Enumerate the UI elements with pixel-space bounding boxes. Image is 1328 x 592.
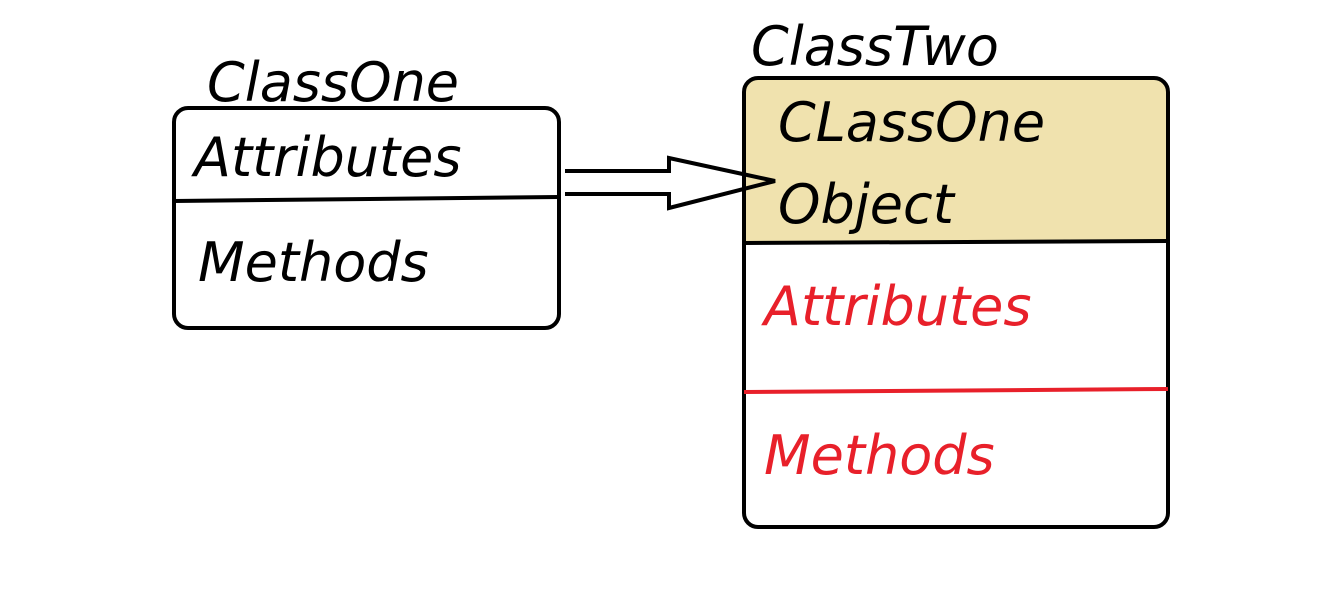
embedded-object-label: Object	[778, 173, 954, 236]
class-one-divider	[173, 195, 560, 203]
class-two-member-divider	[743, 387, 1169, 394]
class-one-title: ClassOne	[207, 51, 460, 114]
embedded-object-class-label: CLassOne	[778, 91, 1046, 154]
class-two-border	[742, 76, 1170, 529]
class-two-object-divider	[743, 239, 1169, 245]
class-one-attributes-label: Attributes	[194, 126, 462, 189]
class-two-box	[742, 76, 1170, 529]
class-two-title: ClassTwo	[751, 15, 999, 78]
class-two-highlight-section	[744, 78, 1168, 243]
class-one-border	[172, 106, 561, 330]
class-two-attributes-label: Attributes	[764, 275, 1032, 338]
class-one-methods-label: Methods	[198, 231, 429, 294]
class-two-methods-label: Methods	[764, 424, 995, 487]
composition-arrow	[565, 155, 776, 211]
class-one-box	[172, 106, 561, 330]
